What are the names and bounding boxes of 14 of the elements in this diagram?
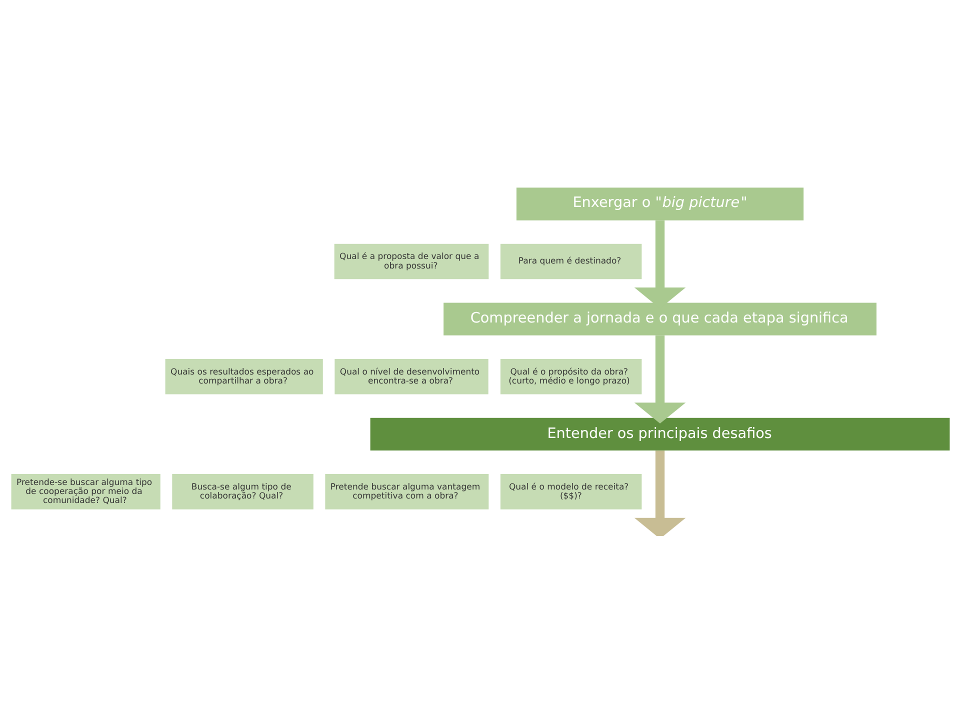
node-box: Enxergar o "big picture" xyxy=(516,187,804,220)
node-box: Qual o nível de desenvolvimento encontra-se a obra? xyxy=(334,358,488,394)
node-box: Pretende-se buscar alguma tipo de cooperação por meio da comunidade? Qual? xyxy=(11,474,160,509)
arrow xyxy=(634,335,686,424)
node-box: Quais os resultados esperados ao compartilhar a obra? xyxy=(165,358,323,394)
node-box: Busca-se algum tipo de colaboração? Qual? xyxy=(172,474,314,509)
node-box: Qual é o propósito da obra? (curto, médio e longo prazo) xyxy=(500,358,642,394)
arrow xyxy=(634,450,686,536)
node-box: Para quem é destinado? xyxy=(500,243,642,279)
node-box: Qual é o modelo de receita? ($$)? xyxy=(500,474,642,509)
node-box: Pretende buscar alguma vantagem competitiva com a obra? xyxy=(325,474,489,509)
node-box: Qual é a proposta de valor que a obra possui? xyxy=(334,243,489,279)
node-box: Compreender a jornada e o que cada etapa significa xyxy=(444,302,876,335)
node-box: Entender os principais desafios xyxy=(370,417,950,450)
